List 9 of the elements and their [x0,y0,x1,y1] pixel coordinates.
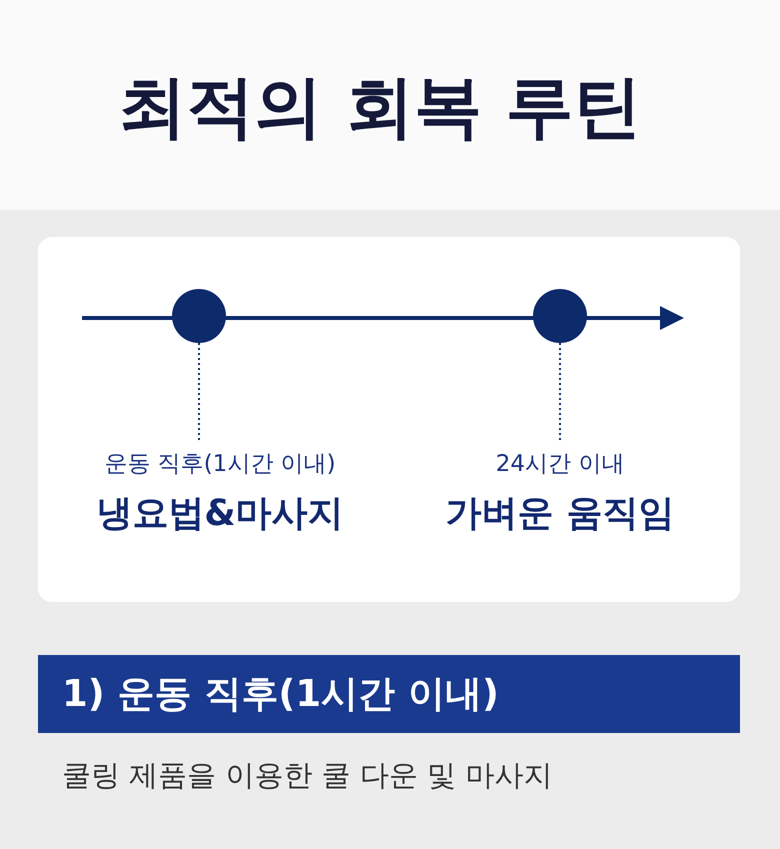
time-label: 운동 직후(1시간 이내) [104,450,336,479]
heading-banner: 1) 운동 직후(1시간 이내) [38,655,740,733]
step-title: 냉요법&마사지 [96,492,344,536]
description-text: 쿨링 제품을 이용한 쿨 다운 및 마사지 [62,757,552,794]
leader-line [559,343,561,442]
title: 최적의 회복 루틴 [117,67,643,149]
time-label: 24시간 이내 [496,450,624,479]
step-title: 가벼운 움직임 [446,492,674,536]
leader-line [198,343,200,442]
